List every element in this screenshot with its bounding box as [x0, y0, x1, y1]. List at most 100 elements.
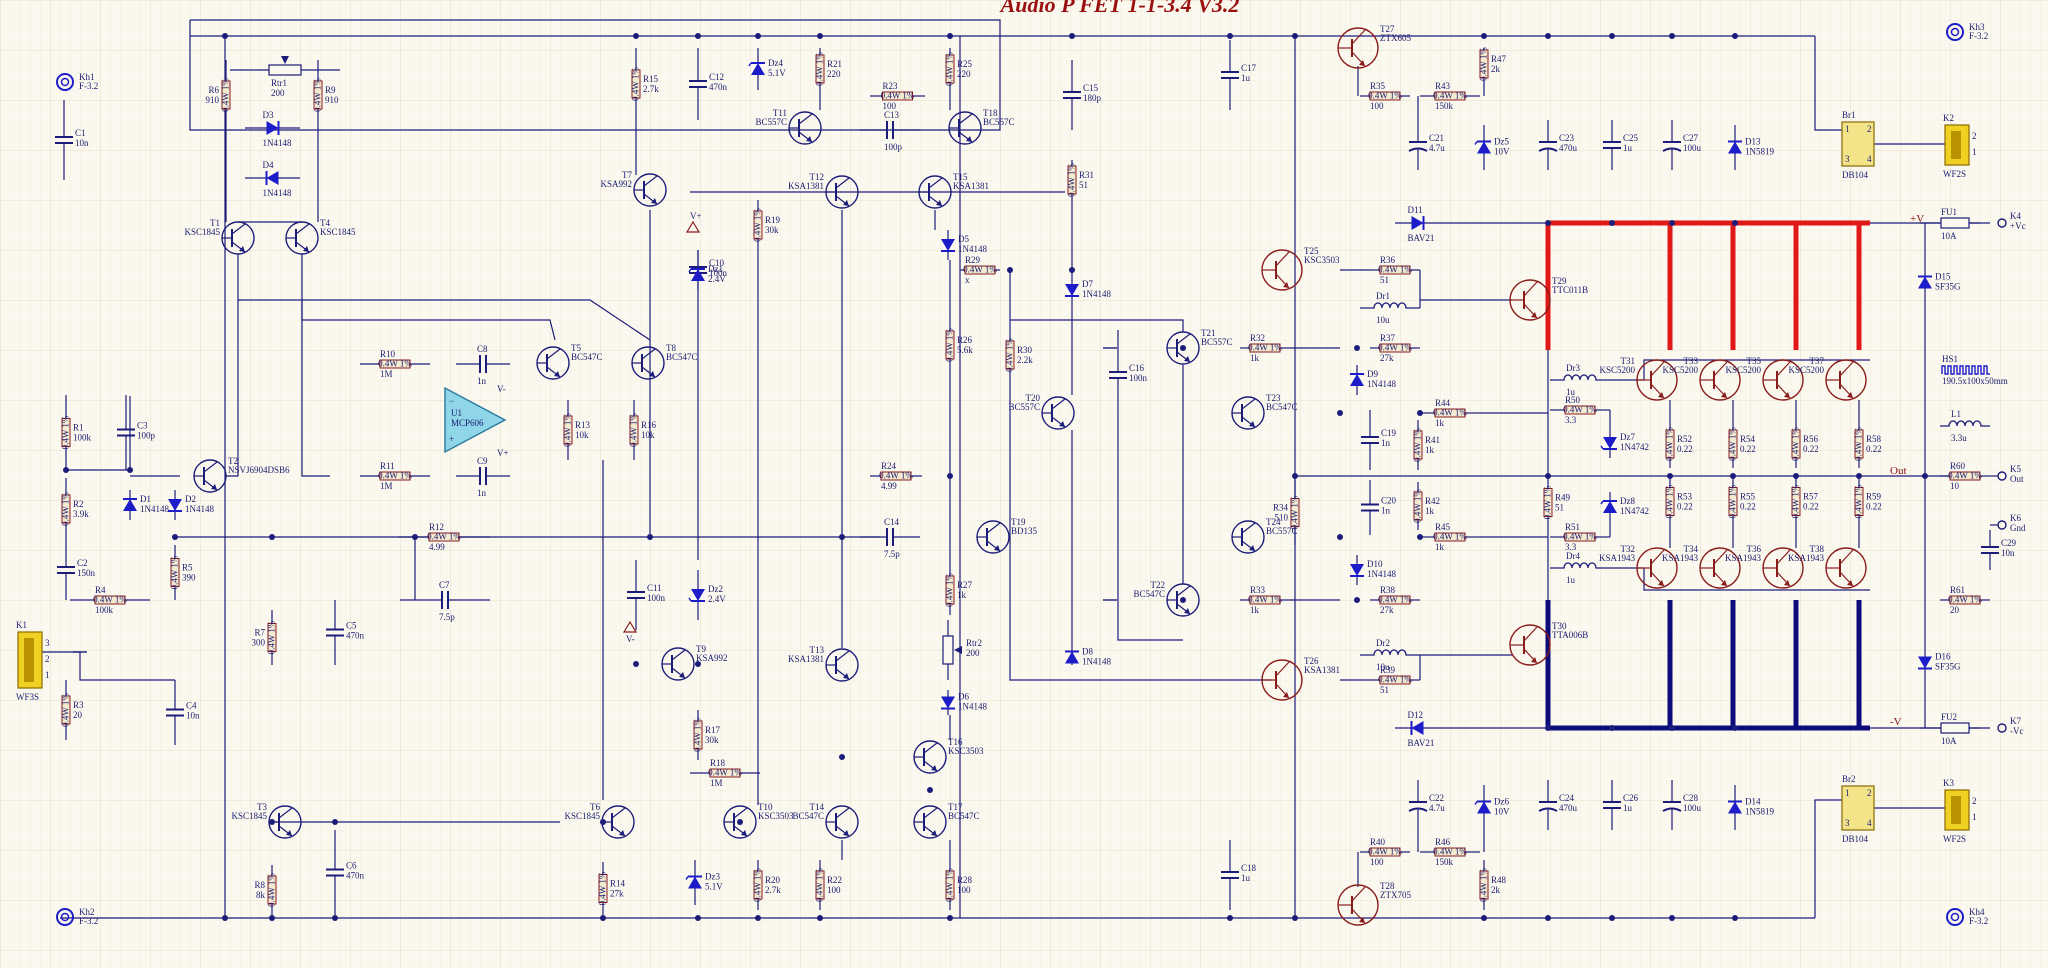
components[interactable]: Kh1F-3.2Kh2F-3.2Kh3F-3.2Kh4F-3.2C110n321…	[16, 22, 2026, 926]
inductor-l1[interactable]: L13.3u	[1940, 409, 1990, 443]
resistor-r2[interactable]: 0.4W 1%R23.9k	[61, 478, 90, 540]
